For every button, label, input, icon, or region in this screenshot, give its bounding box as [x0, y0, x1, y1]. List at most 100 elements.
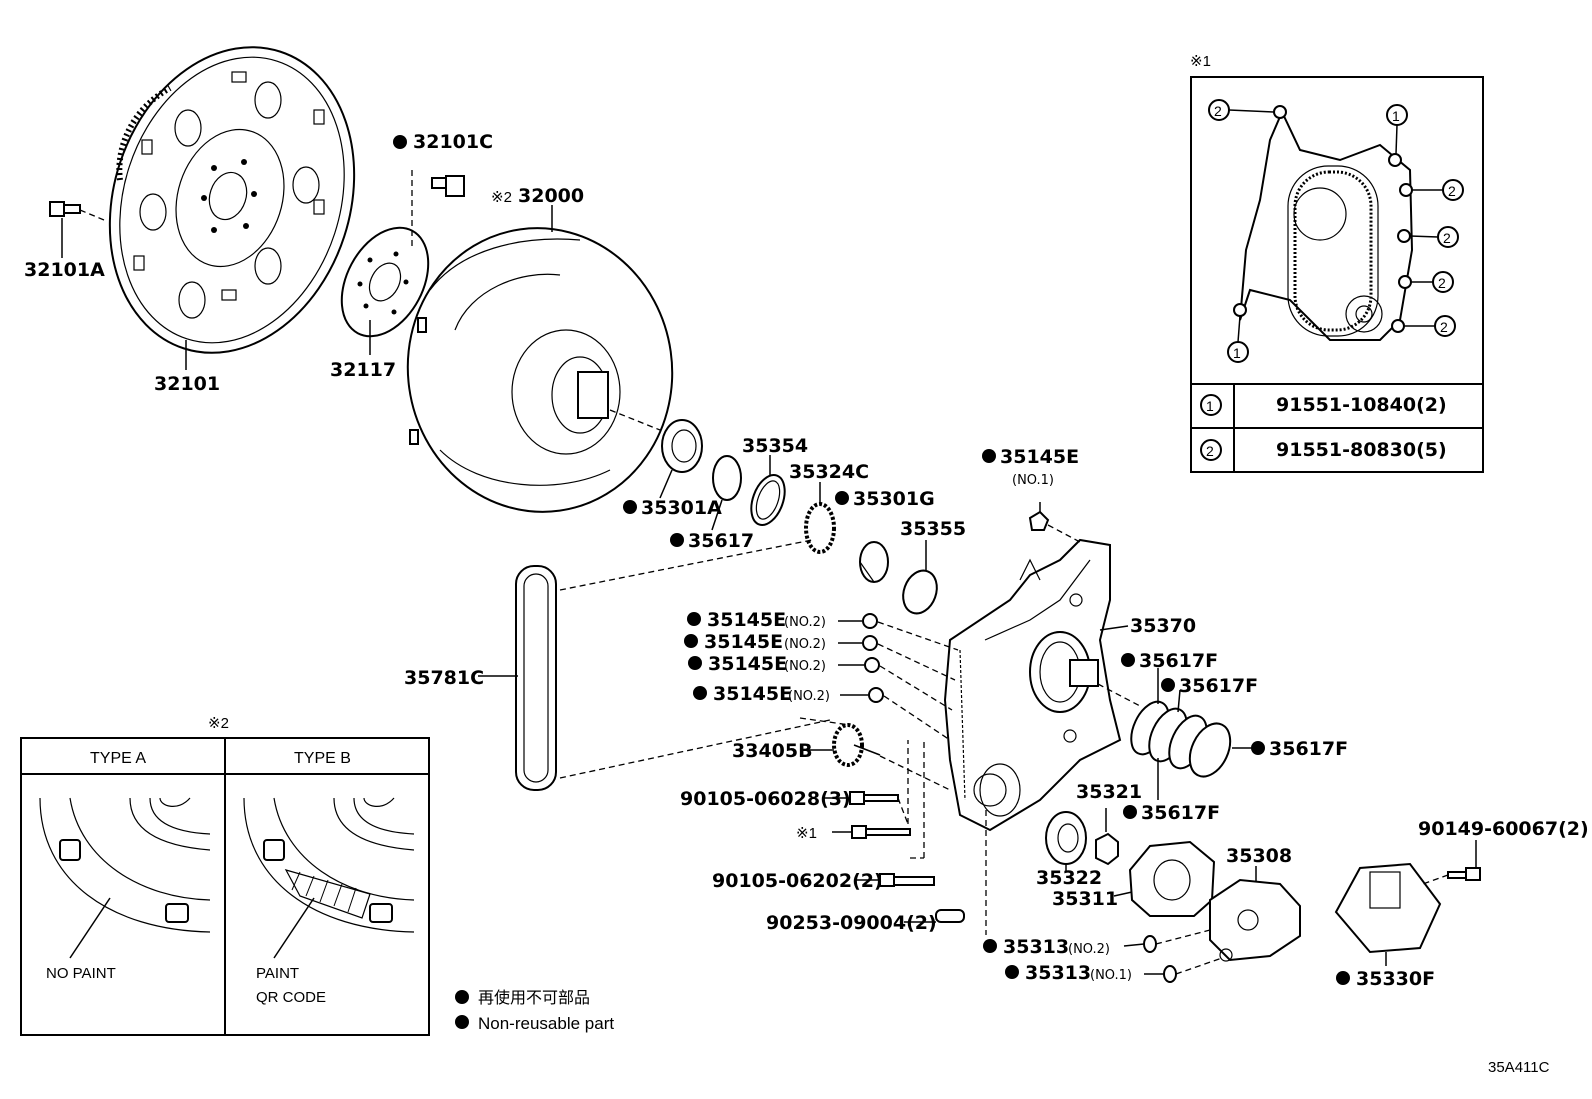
- label-35313-no1: 35313: [1025, 962, 1091, 984]
- nonreusable-dot-icon: [455, 1015, 469, 1029]
- nonreusable-dot-icon: [1121, 653, 1135, 667]
- nonreusable-dot-icon: [983, 939, 997, 953]
- table-callout-1: 1: [1206, 398, 1214, 414]
- label-35145e-d: 35145E: [713, 683, 792, 705]
- label-35617f-b: 35617F: [1179, 675, 1258, 697]
- nonreusable-dot-icon: [1161, 678, 1175, 692]
- callout-1: 1: [1233, 345, 1241, 361]
- pump-body-35308: [1209, 866, 1301, 962]
- legend-en: Non-reusable part: [478, 1014, 614, 1033]
- ref1-mark: ※1: [796, 825, 817, 842]
- label-35370: 35370: [1130, 615, 1196, 637]
- type-a-drawing: NO PAINT: [39, 797, 211, 982]
- label-no2-35313: (NO.2): [1068, 942, 1110, 957]
- bolt-ref1: [832, 740, 925, 859]
- nonreusable-dot-icon: [687, 612, 701, 626]
- gear-35324c: [804, 482, 836, 554]
- nonreusable-dot-icon: [393, 135, 407, 149]
- no-paint-label: NO PAINT: [46, 965, 116, 982]
- label-35308: 35308: [1226, 845, 1292, 867]
- callout-1: 1: [1392, 108, 1400, 124]
- inset1-callouts: 2 1 2 2 2 2 1: [1208, 99, 1464, 363]
- label-32117: 32117: [330, 359, 396, 381]
- seal-rings-35617f: [1097, 668, 1256, 800]
- housing-35370: [943, 538, 1129, 832]
- table-callout-2: 2: [1206, 443, 1214, 459]
- label-no1-35313: (NO.1): [1090, 968, 1132, 983]
- nonreusable-dot-icon: [1251, 741, 1265, 755]
- label-35354: 35354: [742, 435, 808, 457]
- inset-ref2: ※2 TYPE A TYPE B NO PAINT: [20, 715, 430, 1036]
- label-90253-09004: 90253-09004(2): [766, 912, 937, 934]
- legend-jp: 再使用不可部品: [478, 989, 590, 1007]
- inset1-row1-part: 91551-10840(2): [1276, 394, 1447, 416]
- label-32101: 32101: [154, 373, 220, 395]
- label-35301a: 35301A: [641, 497, 722, 519]
- label-35145e-b: 35145E: [704, 631, 783, 653]
- nonreusable-dot-icon: [1005, 965, 1019, 979]
- pin-90253-09004: [904, 810, 987, 935]
- label-no1: (NO.1): [1012, 473, 1054, 488]
- type-a-header: TYPE A: [90, 750, 146, 767]
- pump-cover-35311: [1113, 840, 1216, 917]
- label-32101a: 32101A: [24, 259, 105, 281]
- type-b-header: TYPE B: [294, 750, 351, 767]
- inset1-row2-part: 91551-80830(5): [1276, 439, 1447, 461]
- drive-plate-32101: [108, 46, 356, 354]
- paint-label: PAINT: [256, 965, 299, 982]
- legend: 再使用不可部品 Non-reusable part: [455, 989, 614, 1033]
- label-90105-06202: 90105-06202(2): [712, 870, 883, 892]
- label-35145e-c: 35145E: [708, 653, 787, 675]
- label-35617f-c: 35617F: [1269, 738, 1348, 760]
- type-b-drawing: PAINT QR CODE: [243, 797, 415, 1006]
- orings-35313: [1123, 929, 1223, 983]
- callout-2: 2: [1448, 183, 1456, 199]
- label-32101c: 32101C: [413, 131, 493, 153]
- label-35617f-a: 35617F: [1139, 650, 1218, 672]
- bolt-90149-60067: [1419, 840, 1481, 886]
- nuts-35145e-no2: [838, 613, 959, 741]
- inset-ref1: ※1 2 1 2: [1190, 53, 1484, 473]
- bolt-32101a: [49, 201, 105, 258]
- label-35330f: 35330F: [1356, 968, 1435, 990]
- label-no2: (NO.2): [784, 659, 826, 674]
- label-no2: (NO.2): [788, 689, 830, 704]
- callout-2: 2: [1214, 103, 1222, 119]
- label-35781c: 35781C: [404, 667, 484, 689]
- nonreusable-dot-icon: [670, 533, 684, 547]
- label-35321: 35321: [1076, 781, 1142, 803]
- seal-35301a: [659, 419, 703, 499]
- inset1-drawing: [1233, 105, 1414, 341]
- gear-35321: [1095, 808, 1119, 866]
- bolt-90105-06202: [856, 873, 935, 887]
- strainer-35330f: [1334, 862, 1442, 966]
- torque-converter-32000: [406, 227, 674, 513]
- ring-35617: [711, 455, 742, 531]
- nonreusable-dot-icon: [684, 634, 698, 648]
- sprocket-33405b: [799, 717, 951, 791]
- diagram-code: 35A411C: [1488, 1059, 1550, 1076]
- nut-35145e-no1: [1028, 502, 1081, 543]
- label-no2: (NO.2): [784, 615, 826, 630]
- callout-2: 2: [1438, 275, 1446, 291]
- qr-code-label: QR CODE: [256, 989, 326, 1006]
- label-35145e-a: 35145E: [707, 609, 786, 631]
- callout-2: 2: [1443, 230, 1451, 246]
- nonreusable-dot-icon: [1336, 971, 1350, 985]
- inset1-mark: ※1: [1190, 53, 1211, 70]
- snap-ring-35354: [750, 455, 786, 526]
- bushing-35301g: [859, 541, 889, 583]
- inset2-mark: ※2: [208, 715, 229, 732]
- label-35145e-no1: 35145E: [1000, 446, 1079, 468]
- nonreusable-dot-icon: [693, 686, 707, 700]
- ring-35355: [902, 540, 938, 615]
- label-35301g: 35301G: [853, 488, 935, 510]
- bolt-32101c: [411, 170, 465, 250]
- nonreusable-dot-icon: [982, 449, 996, 463]
- label-90149-60067: 90149-60067(2): [1418, 818, 1589, 840]
- callout-2: 2: [1440, 319, 1448, 335]
- nonreusable-dot-icon: [688, 656, 702, 670]
- label-35313-no2: 35313: [1003, 936, 1069, 958]
- label-33405b: 33405B: [732, 740, 813, 762]
